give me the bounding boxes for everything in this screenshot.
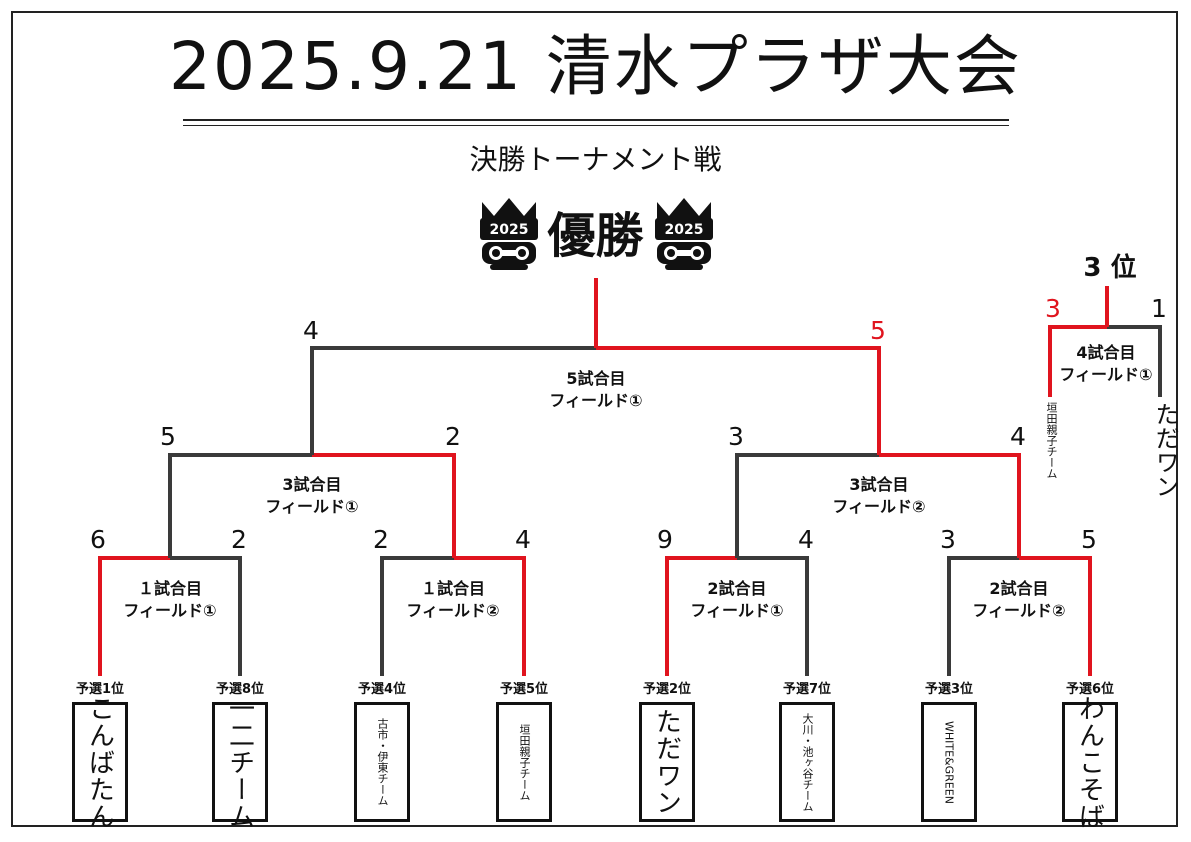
crown-icon-right: 2025 [655, 198, 713, 270]
score-m3a-right: 2 [445, 422, 461, 451]
crown-badge-text: 2025 [665, 222, 704, 238]
match-title: 3試合目 [849, 475, 909, 494]
match-field: フィールド① [123, 601, 217, 620]
line-m2a-left [665, 556, 737, 676]
match-field: フィールド① [265, 497, 359, 516]
team-seed: 予選3位 [924, 682, 974, 697]
match-label-third: 4試合目 フィールド① [1056, 342, 1156, 386]
match-title: １試合目 [420, 579, 485, 598]
line-m3b-right [879, 453, 1021, 558]
score-m2a-right: 4 [798, 525, 814, 554]
match-label-m3b: 3試合目 フィールド② [819, 474, 939, 518]
score-final-left: 4 [303, 316, 319, 345]
team-box: 大川・池ヶ谷チーム [779, 702, 835, 822]
team-box: ただワン [639, 702, 695, 822]
match-field: フィールド① [549, 391, 643, 410]
line-m2b-left [947, 556, 1019, 676]
match-label-m1b: １試合目 フィールド② [393, 578, 513, 622]
score-m2a-left: 9 [657, 525, 673, 554]
team-seed: 予選4位 [357, 682, 407, 697]
line-m2b-right [1019, 556, 1092, 676]
match-field: フィールド② [832, 497, 926, 516]
team-name: 大川・池ヶ谷チーム [801, 712, 814, 812]
score-m3b-left: 3 [728, 422, 744, 451]
match-field: フィールド① [690, 601, 784, 620]
team-box: こんばたん [72, 695, 128, 830]
crown-icon-left: 2025 [480, 198, 538, 270]
title-underline [183, 119, 1009, 121]
score-m1a-right: 2 [231, 525, 247, 554]
team-seed: 予選5位 [499, 682, 549, 697]
match-field: フィールド② [972, 601, 1066, 620]
team-name: ただワン [651, 708, 682, 816]
match-label-m2a: 2試合目 フィールド① [677, 578, 797, 622]
third-place-label: 3 位 [1083, 253, 1137, 283]
line-m2a-right [737, 556, 809, 676]
line-third-right [1107, 325, 1162, 397]
match-title: 5試合目 [566, 369, 626, 388]
match-title: 2試合目 [989, 579, 1049, 598]
team-seed: 予選6位 [1065, 682, 1115, 697]
score-m3b-right: 4 [1010, 422, 1026, 451]
page-frame [11, 11, 1178, 827]
line-m1b-left [380, 556, 454, 676]
line-third-left [1048, 325, 1107, 397]
score-m1b-left: 2 [373, 525, 389, 554]
score-m1a-left: 6 [90, 525, 106, 554]
score-m2b-left: 3 [940, 525, 956, 554]
page-title: 2025.9.21 清水プラザ大会 [169, 28, 1022, 105]
match-label-m3a: 3試合目 フィールド① [252, 474, 372, 518]
match-label-m1a: １試合目 フィールド① [110, 578, 230, 622]
team-name: わんこそば [1074, 694, 1105, 830]
team-seed: 予選1位 [75, 682, 125, 697]
team-box: 古市・伊東チーム [354, 702, 410, 822]
team-seed: 予選2位 [642, 682, 692, 697]
score-third-left: 3 [1045, 294, 1061, 323]
match-label-final: 5試合目 フィールド① [536, 368, 656, 412]
team-name: 一二チーム [224, 694, 255, 830]
team-seed: 予選7位 [782, 682, 832, 697]
team-name: 古市・伊東チーム [376, 718, 389, 806]
match-field: フィールド① [1059, 365, 1153, 384]
score-third-right: 1 [1151, 294, 1167, 323]
team-name: 垣田親子チーム [518, 723, 531, 801]
team-box: わんこそば [1062, 695, 1118, 830]
crown-badge-text: 2025 [490, 222, 529, 238]
line-m3b-left [735, 453, 879, 558]
line-m3a-right [312, 453, 456, 558]
team-box: WHITE&GREEN [921, 702, 977, 822]
match-title: 2試合目 [707, 579, 767, 598]
score-m3a-left: 5 [160, 422, 176, 451]
champion-label: 優勝 [547, 208, 644, 264]
score-m2b-right: 5 [1081, 525, 1097, 554]
title-underline-thin [183, 125, 1009, 126]
team-box: 一二チーム [212, 695, 268, 830]
match-title: １試合目 [137, 579, 202, 598]
match-title: 3試合目 [282, 475, 342, 494]
match-field: フィールド② [406, 601, 500, 620]
team-name: こんばたん [84, 694, 115, 830]
third-place-right-team: ただワン [1151, 402, 1179, 498]
line-m1a-right [170, 556, 242, 676]
match-label-m2b: 2試合目 フィールド② [959, 578, 1079, 622]
line-m3a-left [168, 453, 312, 558]
team-name: WHITE&GREEN [942, 720, 956, 804]
line-m1b-right [454, 556, 526, 676]
line-final-left [310, 346, 596, 455]
line-final-right [596, 346, 881, 455]
team-seed: 予選8位 [215, 682, 265, 697]
team-box: 垣田親子チーム [496, 702, 552, 822]
third-place-left-team: 垣田親子チーム [1045, 402, 1058, 479]
score-m1b-right: 4 [515, 525, 531, 554]
page-subtitle: 決勝トーナメント戦 [469, 143, 722, 176]
match-title: 4試合目 [1076, 343, 1136, 362]
score-final-right: 5 [870, 316, 886, 345]
line-m1a-left [98, 556, 170, 676]
